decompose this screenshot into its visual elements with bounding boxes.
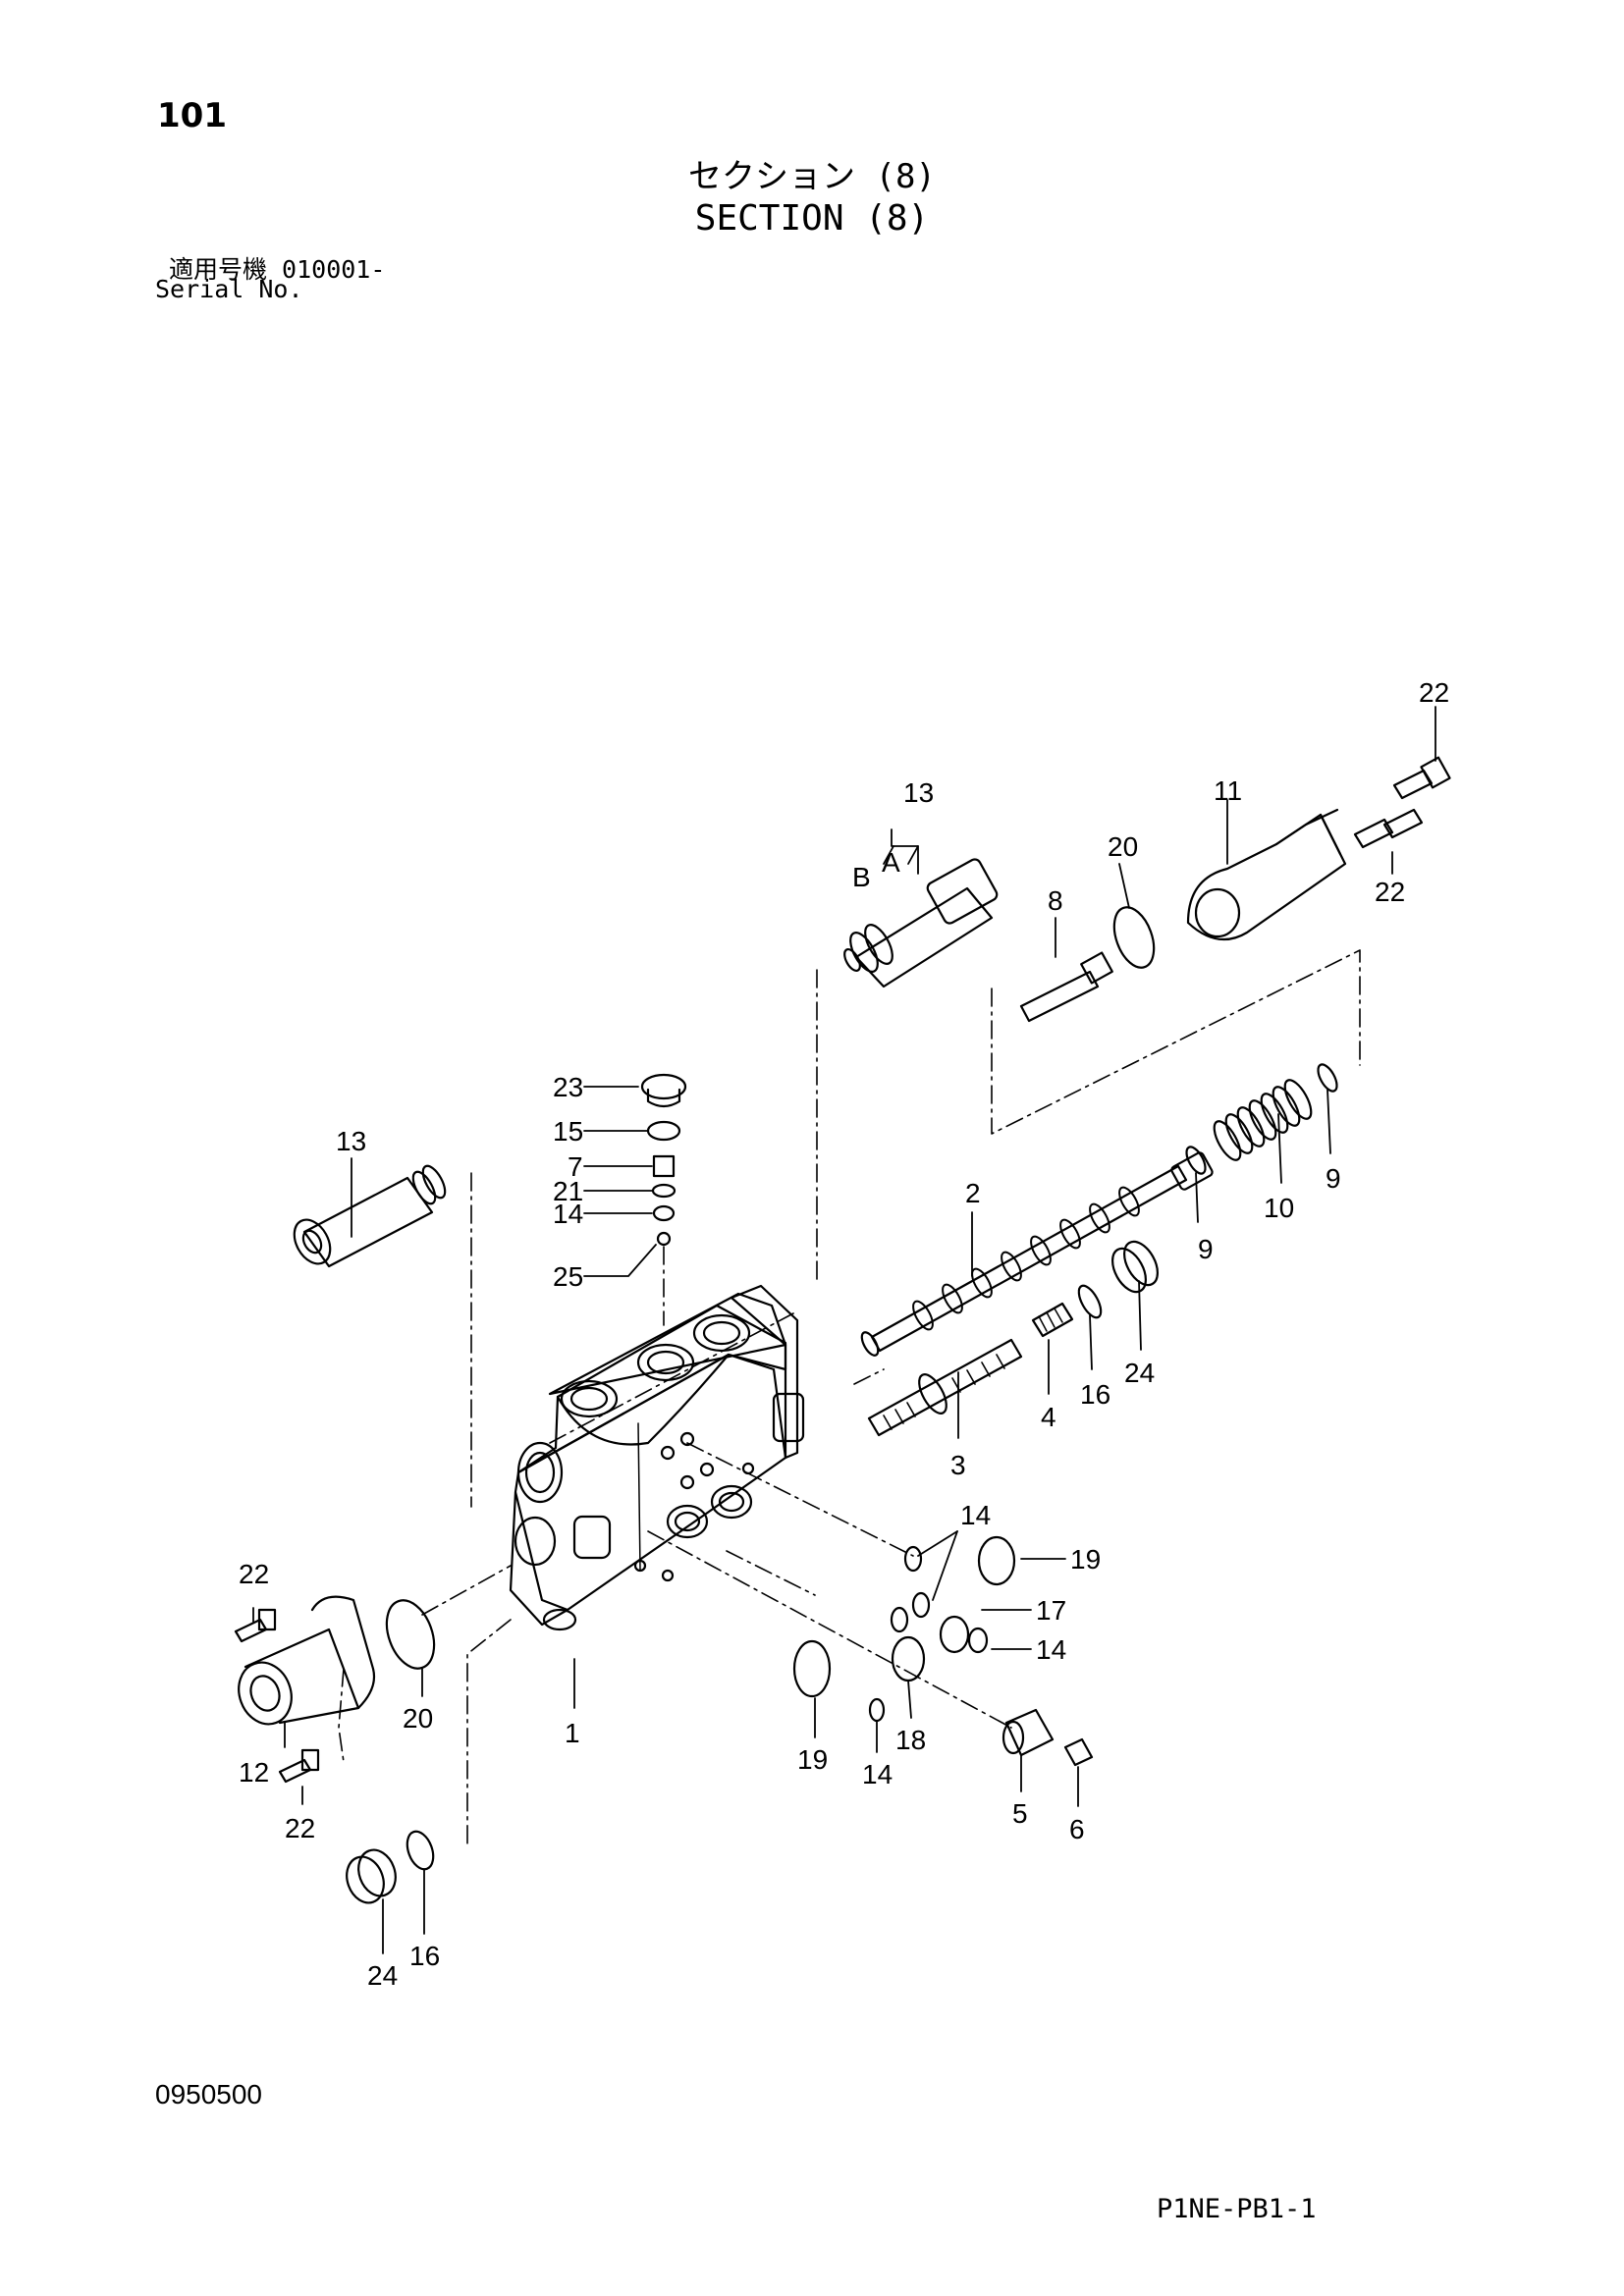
o-ring-part-20-left (385, 1599, 436, 1670)
callout-label: 8 (1048, 885, 1063, 916)
spring-part-10 (1213, 1079, 1313, 1161)
bolt-part-22-left (234, 1608, 320, 1784)
o-ring-part-20-upper (1112, 906, 1156, 969)
callout-label: 13 (336, 1126, 366, 1156)
document-code: 0950500 (155, 2079, 263, 2109)
callout-label: 15 (553, 1116, 583, 1147)
callout-label: 21 (553, 1176, 583, 1206)
check-valve-part-5 (1001, 1708, 1055, 1757)
callout-label: 16 (409, 1941, 440, 1971)
callout-label: 24 (1124, 1358, 1155, 1388)
serial-number-label: Serial No. (155, 275, 303, 303)
callout-label: 11 (1214, 775, 1242, 806)
callout-label: 14 (553, 1199, 583, 1229)
cover-part-12 (238, 1595, 376, 1726)
callout-label: 19 (1070, 1544, 1101, 1575)
callout-label: 24 (367, 1960, 398, 1991)
callout-label: 9 (1198, 1234, 1214, 1264)
callout-label: B (852, 862, 871, 892)
callout-label: A (882, 847, 900, 878)
callout-label: 14 (862, 1759, 893, 1789)
callout-label: 9 (1326, 1163, 1341, 1194)
callout-label: 17 (1036, 1595, 1066, 1626)
relief-valve-part-13-upper (843, 858, 999, 988)
spring-part-4 (1031, 1302, 1074, 1338)
callout-label: 14 (1036, 1634, 1066, 1665)
callout-label: 3 (950, 1450, 966, 1480)
callout-label: 12 (239, 1757, 269, 1788)
callout-label: 16 (1080, 1379, 1110, 1410)
callout-label: 5 (1012, 1798, 1028, 1829)
callout-label: 10 (1264, 1193, 1294, 1223)
callout-label: 25 (553, 1261, 583, 1292)
cover-part-11 (1186, 808, 1347, 941)
page-title: SECTION (8) (694, 198, 930, 239)
callout-label: 18 (895, 1725, 926, 1755)
callout-label: 20 (1108, 831, 1138, 862)
spring-seat-part-9 (1185, 1063, 1338, 1175)
callout-label: 19 (797, 1744, 828, 1775)
poppet-part-3 (867, 1338, 1023, 1437)
callout-label: 7 (568, 1151, 583, 1182)
page-reference: P1NE-PB1-1 (1157, 2194, 1317, 2224)
seal-parts-lower (792, 1535, 1016, 1723)
page-title-japanese: セクション (8) (688, 157, 936, 196)
callout-label: 22 (1419, 677, 1449, 708)
callout-label: 22 (285, 1813, 315, 1843)
callout-label: 13 (903, 777, 934, 808)
plug-part-24-left (346, 1848, 397, 1904)
callout-label: 22 (239, 1559, 269, 1589)
callout-label: 22 (1375, 877, 1405, 907)
bolt-part-22-upper (1353, 756, 1451, 849)
relief-valve-part-13-left (293, 1164, 447, 1268)
plug-part-24-right (1077, 1240, 1159, 1319)
main-spool-part (860, 1151, 1214, 1357)
callout-label: 6 (1069, 1814, 1085, 1844)
callout-label: 14 (960, 1500, 991, 1530)
serial-range-japanese: 適用号機 010001- (169, 255, 386, 284)
spring-part-6 (1063, 1737, 1094, 1767)
page-number: 101 (157, 96, 227, 135)
callout-label: 20 (403, 1703, 433, 1734)
callout-label: 1 (565, 1718, 580, 1748)
piston-part-8 (1019, 951, 1113, 1023)
callout-label: 4 (1041, 1402, 1056, 1432)
plug-stack-parts (640, 1073, 687, 1247)
valve-body-part (509, 1284, 805, 1631)
callout-label: 2 (965, 1178, 981, 1208)
o-ring-part-16-left (406, 1830, 435, 1871)
callout-label: 23 (553, 1072, 583, 1102)
